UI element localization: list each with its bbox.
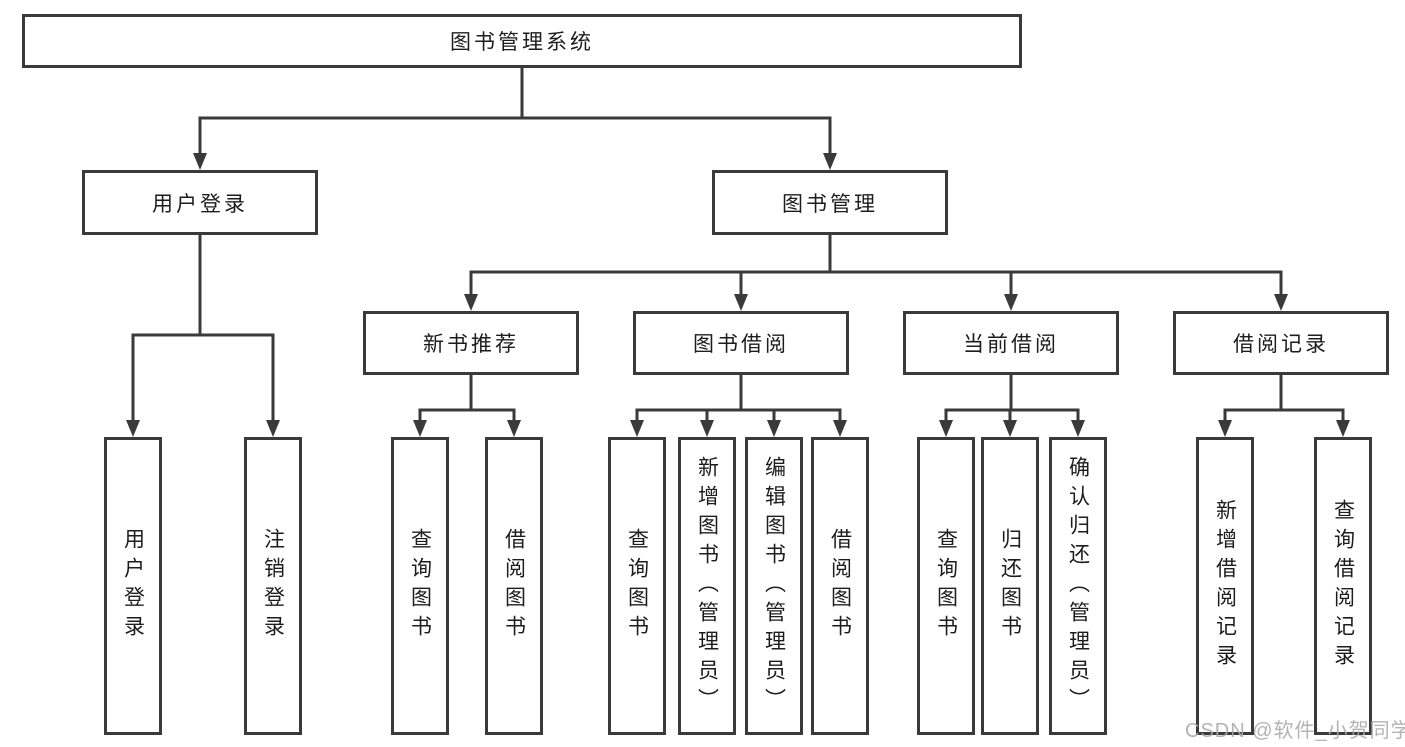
- node-label: 新增图书（管理员）: [695, 455, 719, 717]
- node-borrow-books-recommend: 借阅图书: [485, 437, 543, 735]
- node-label: 注销登录: [261, 528, 285, 644]
- node-user-login: 用户登录: [82, 170, 318, 235]
- node-book-management: 图书管理: [712, 170, 948, 235]
- node-library-management-system: 图书管理系统: [22, 14, 1022, 68]
- node-borrow-records: 借阅记录: [1173, 311, 1389, 375]
- node-label: 借阅图书: [502, 528, 526, 644]
- node-query-borrow-record: 查询借阅记录: [1314, 437, 1372, 735]
- node-label: 用户登录: [121, 528, 145, 644]
- node-current-borrow: 当前借阅: [903, 311, 1119, 375]
- node-label: 新书推荐: [423, 333, 519, 356]
- node-label: 当前借阅: [963, 333, 1059, 356]
- csdn-watermark: CSDN @软件_小贺同学: [1185, 720, 1405, 742]
- node-label: 编辑图书（管理员）: [762, 455, 786, 717]
- node-label: 查询图书: [625, 528, 649, 644]
- node-label: 用户登录: [152, 192, 248, 216]
- node-borrow-books-leaf: 借阅图书: [811, 437, 869, 735]
- node-label: 查询图书: [934, 528, 958, 644]
- node-new-book-recommend: 新书推荐: [363, 311, 579, 375]
- node-book-borrow: 图书借阅: [633, 311, 849, 375]
- node-query-books-borrow: 查询图书: [608, 437, 666, 735]
- node-label: 借阅图书: [828, 528, 852, 644]
- node-label: 确认归还（管理员）: [1066, 455, 1090, 717]
- node-edit-book-admin: 编辑图书（管理员）: [745, 437, 803, 735]
- node-label: 查询借阅记录: [1331, 499, 1355, 673]
- node-query-books-current: 查询图书: [917, 437, 975, 735]
- node-user-login-leaf: 用户登录: [104, 437, 162, 735]
- node-label: 图书借阅: [693, 333, 789, 356]
- node-add-borrow-record: 新增借阅记录: [1196, 437, 1254, 735]
- node-return-book: 归还图书: [981, 437, 1039, 735]
- node-label: 图书管理系统: [450, 31, 594, 54]
- arrowheads: [126, 153, 1350, 437]
- node-confirm-return-admin: 确认归还（管理员）: [1049, 437, 1107, 735]
- node-label: 图书管理: [782, 192, 878, 216]
- node-logout: 注销登录: [244, 437, 302, 735]
- node-label: 归还图书: [998, 528, 1022, 644]
- node-label: 新增借阅记录: [1213, 499, 1237, 673]
- node-query-books-recommend: 查询图书: [391, 437, 449, 735]
- node-label: 查询图书: [408, 528, 432, 644]
- node-add-book-admin: 新增图书（管理员）: [678, 437, 736, 735]
- node-label: 借阅记录: [1233, 333, 1329, 356]
